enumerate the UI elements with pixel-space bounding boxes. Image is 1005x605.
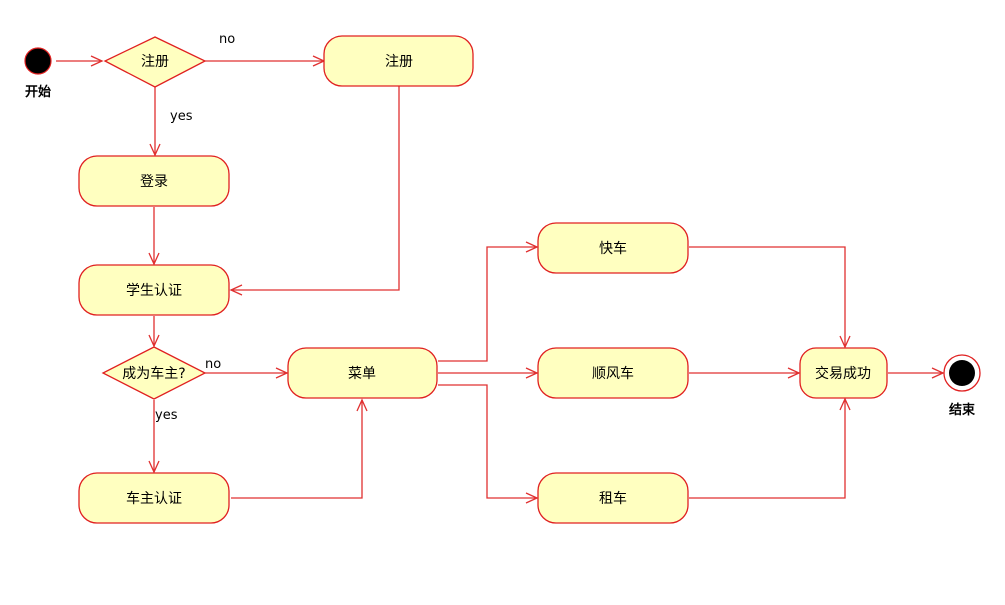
driver-yes-label: yes (155, 408, 178, 423)
edge-menu-to-rental (438, 384, 539, 504)
start-circle (24, 47, 52, 75)
start-label: 开始 (25, 84, 51, 100)
driver-decision-node: 成为车主? (101, 346, 207, 400)
register-yes-label: yes (170, 109, 193, 124)
edge-driver-auth-to-menu (231, 398, 368, 499)
student-auth-label: 学生认证 (126, 283, 182, 299)
end-node: 结束 (943, 354, 981, 418)
menu-shape (287, 347, 438, 399)
rental-label: 租车 (599, 490, 627, 507)
driver-no-label: no (205, 357, 221, 372)
register-decision-shape (103, 36, 207, 88)
edge-register-to-student-auth (229, 86, 400, 296)
driver-decision-label: 成为车主? (122, 365, 185, 382)
login-label: 登录 (140, 174, 168, 190)
success-shape (799, 347, 888, 399)
hitch-label: 顺风车 (592, 365, 634, 382)
login-node: 登录 (78, 155, 230, 207)
express-shape (537, 222, 689, 274)
edge-express-to-success (689, 246, 851, 349)
register-no-label: no (219, 32, 235, 47)
success-label: 交易成功 (815, 365, 871, 382)
register-action-label: 注册 (385, 54, 413, 70)
edge-menu-to-express (438, 241, 539, 362)
student-auth-node: 学生认证 (78, 264, 230, 316)
edge-rental-to-success (689, 397, 851, 499)
driver-auth-shape (78, 472, 230, 524)
register-action-shape (323, 35, 474, 87)
express-label: 快车 (599, 240, 627, 257)
success-node: 交易成功 (799, 347, 888, 399)
start-node: 开始 (24, 47, 52, 100)
menu-label: 菜单 (348, 366, 376, 382)
menu-node: 菜单 (287, 347, 438, 399)
end-label: 结束 (949, 402, 976, 418)
register-decision-node: 注册 (103, 36, 207, 88)
driver-auth-label: 车主认证 (126, 490, 182, 507)
student-auth-shape (78, 264, 230, 316)
hitch-node: 顺风车 (537, 347, 689, 399)
register-decision-label: 注册 (141, 54, 169, 70)
express-node: 快车 (537, 222, 689, 274)
register-action-node: 注册 (323, 35, 474, 87)
login-shape (78, 155, 230, 207)
edges (56, 55, 945, 504)
hitch-shape (537, 347, 689, 399)
driver-auth-node: 车主认证 (78, 472, 230, 524)
end-inner-circle (949, 360, 975, 386)
rental-node: 租车 (537, 472, 689, 524)
driver-decision-shape (101, 346, 207, 400)
rental-shape (537, 472, 689, 524)
